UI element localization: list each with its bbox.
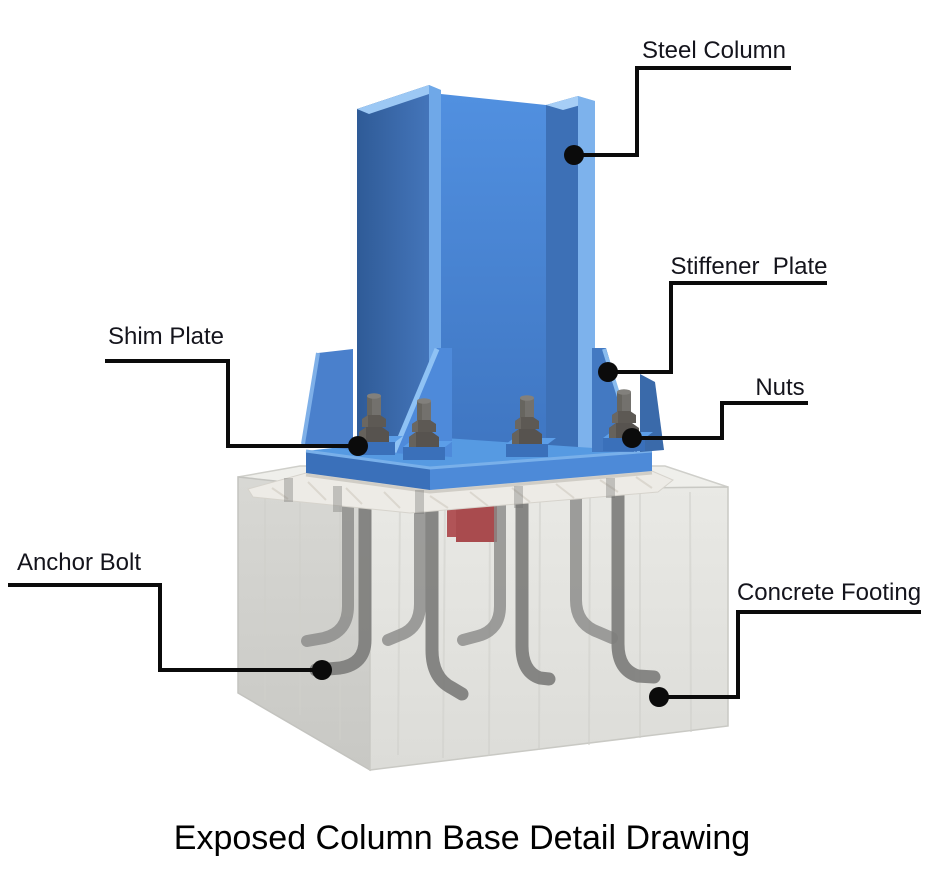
leader-dot-concrete-footing — [649, 687, 669, 707]
anchor-bolt-rod — [611, 475, 661, 684]
callout-leaders — [8, 66, 921, 707]
anchor-bolts — [301, 473, 661, 701]
column-flange-right-face — [546, 96, 578, 452]
label-anchor-bolt: Anchor Bolt — [17, 549, 141, 576]
diagram-title: Exposed Column Base Detail Drawing — [174, 819, 750, 857]
column-flange-left-top-edge — [357, 85, 441, 114]
steel-column — [357, 85, 595, 453]
base-plate-front-right-face — [430, 451, 652, 490]
anchor-bolt-rod — [301, 474, 354, 647]
leader-nuts — [632, 401, 808, 440]
leader-dot-nuts — [622, 428, 642, 448]
anchor-bolt-rod — [570, 476, 618, 644]
leader-dot-anchor-bolt — [312, 660, 332, 680]
leader-steel-column — [574, 66, 791, 157]
shim-marble-streaks — [271, 476, 653, 509]
column-flange-left-face — [357, 85, 429, 453]
label-concrete-footing: Concrete Footing — [737, 579, 921, 606]
nut-assembly — [353, 393, 403, 455]
rod-shadows-through-shim — [284, 478, 615, 514]
label-stiffener-plate: Stiffener Plate — [671, 253, 828, 280]
leader-dot-stiffener-plate — [598, 362, 618, 382]
anchor-bolt-rod — [382, 476, 426, 646]
label-shim-plate: Shim Plate — [108, 323, 224, 350]
nut-assembly — [403, 398, 453, 460]
anchor-bolt-rod — [309, 473, 372, 677]
leader-concrete-footing — [659, 610, 921, 699]
column-web-face — [441, 94, 546, 450]
label-steel-column: Steel Column — [642, 37, 786, 64]
leader-anchor-bolt — [8, 583, 322, 672]
anchor-bolt-rod — [457, 474, 506, 646]
column-flange-right-edge-strip — [578, 96, 595, 450]
leader-shim-plate — [105, 359, 358, 448]
anchor-bolt-rod — [515, 473, 556, 686]
leader-stiffener-plate — [608, 281, 827, 374]
nut-assembly — [506, 395, 556, 457]
anchor-bolt-rod — [425, 475, 469, 701]
callout-labels: Steel Column Stiffener Plate Nuts Shim P… — [17, 37, 921, 606]
leader-dot-steel-column — [564, 145, 584, 165]
label-nuts: Nuts — [755, 374, 804, 401]
base-plate-front-left-face — [306, 451, 430, 490]
leader-dot-shim-plate — [348, 436, 368, 456]
